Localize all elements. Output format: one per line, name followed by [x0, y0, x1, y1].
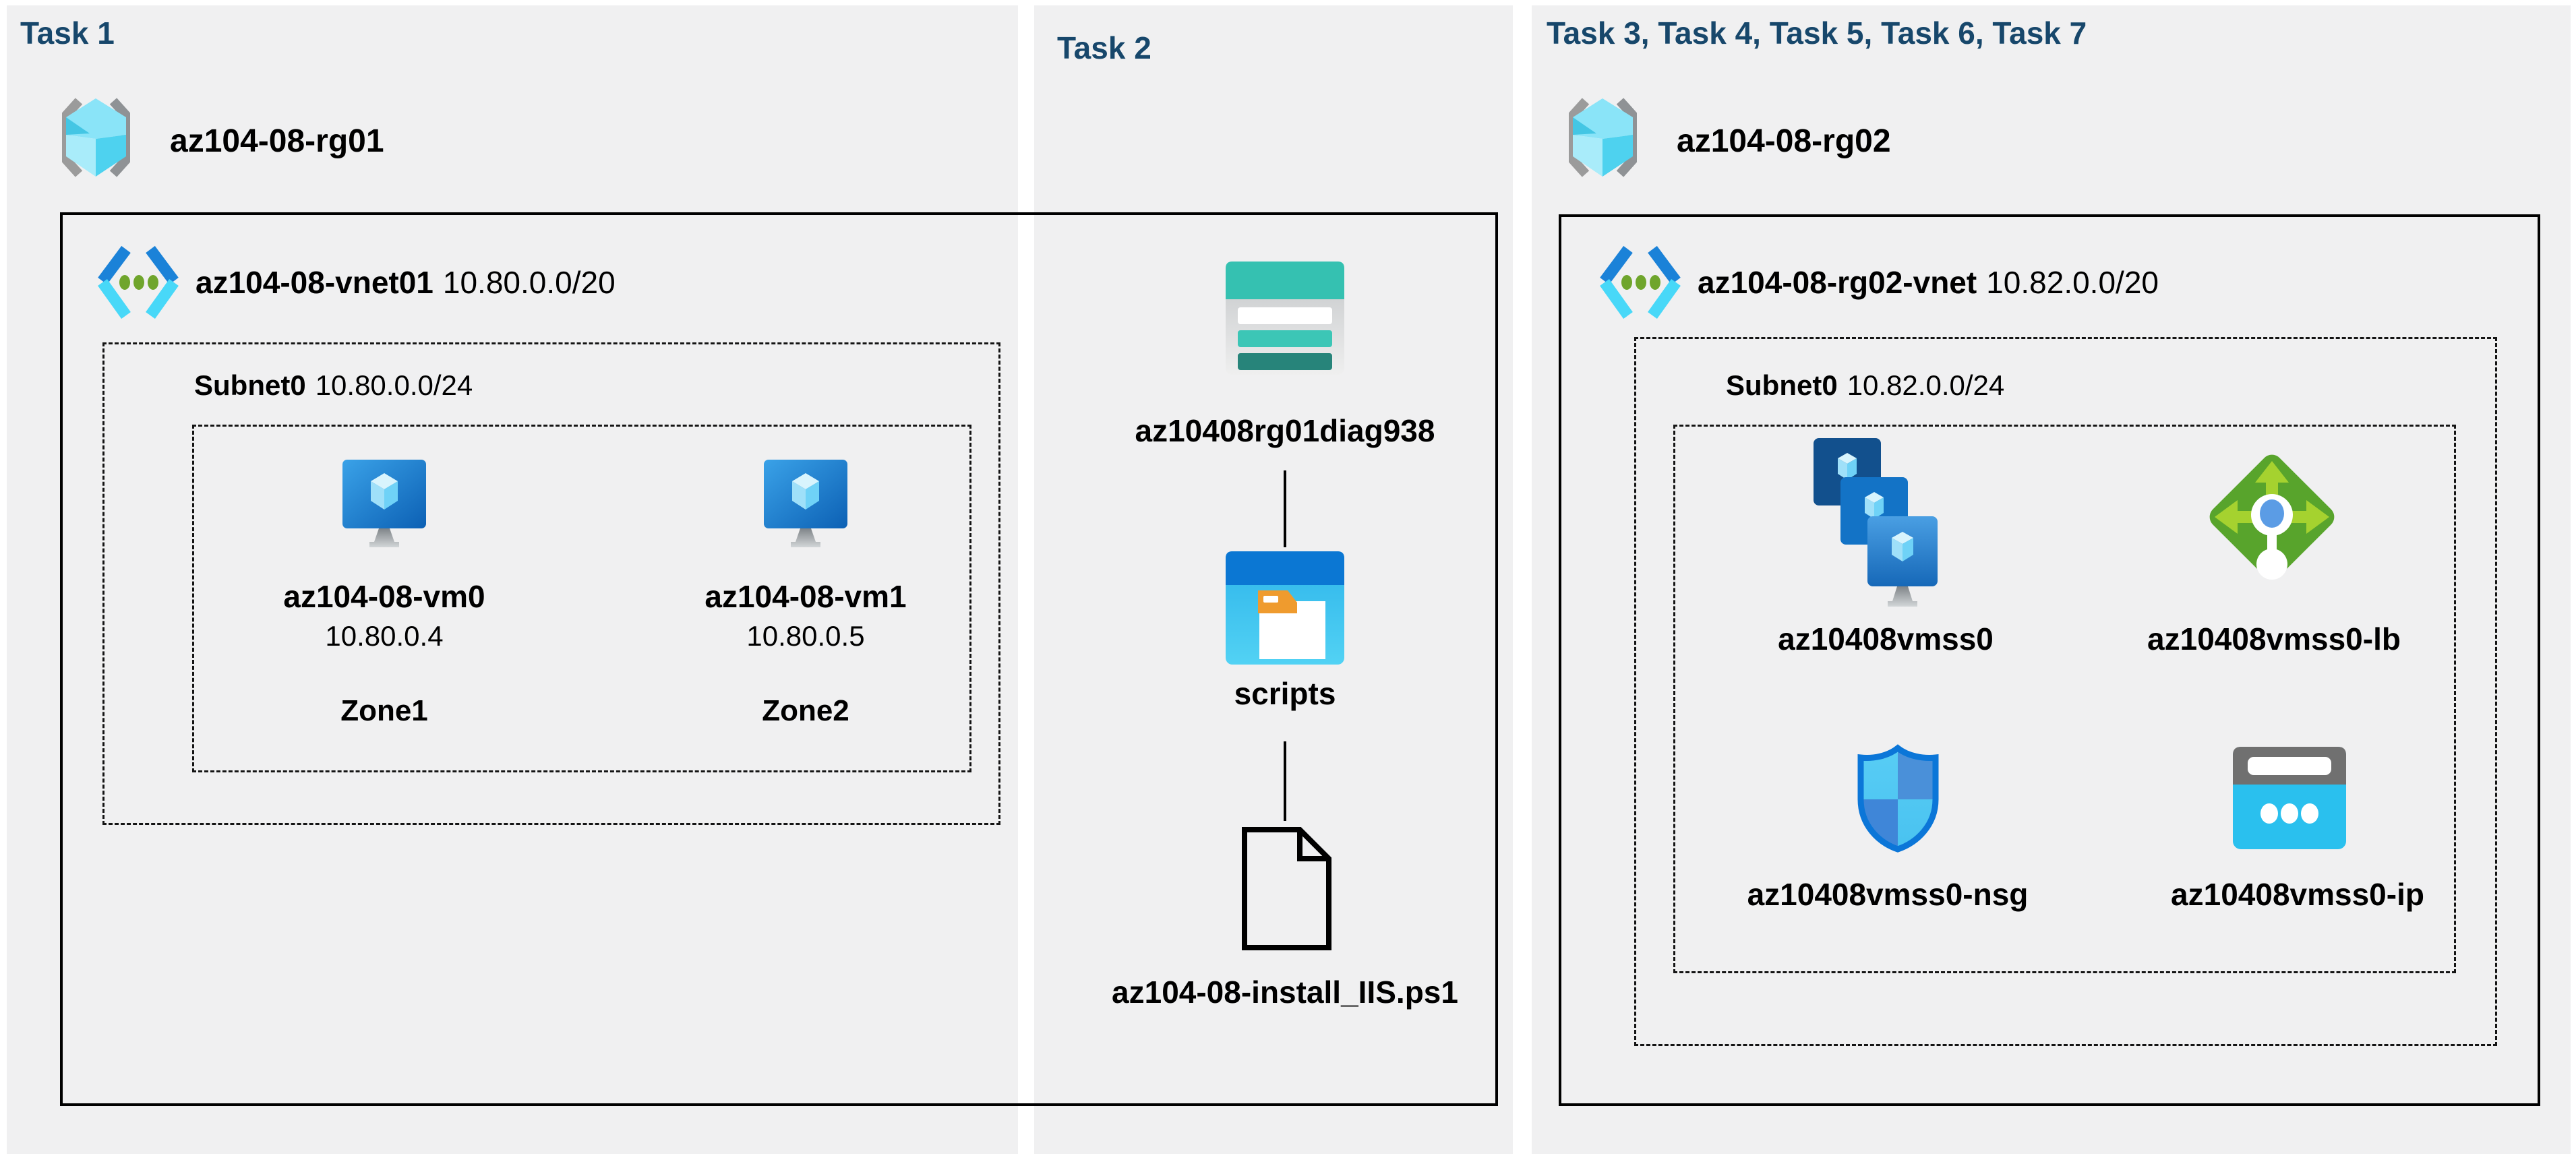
virtual-machine-icon — [337, 460, 431, 552]
vm0-zone: Zone1 — [340, 694, 428, 727]
storage-account-icon — [1226, 262, 1344, 378]
subnet1-name: Subnet0 — [194, 369, 306, 401]
virtual-machine-icon — [758, 460, 853, 552]
script-file-name: az104-08-install_IIS.ps1 — [1112, 975, 1458, 1010]
vnet2-cidr: 10.82.0.0/20 — [1986, 265, 2159, 300]
public-ip-name: az10408vmss0-ip — [2171, 877, 2424, 912]
virtual-network-icon — [94, 237, 182, 330]
vm-scale-set-icon — [1814, 438, 1956, 615]
task1-title: Task 1 — [20, 16, 115, 51]
vm1-name: az104-08-vm1 — [705, 579, 907, 614]
subnet1-label: Subnet0 10.80.0.0/24 — [194, 369, 473, 402]
vm1-ip: 10.80.0.5 — [746, 620, 865, 652]
resource-group-icon — [51, 93, 142, 185]
resource-group-name: az104-08-rg02 — [1677, 123, 1891, 159]
subnet2-cidr: 10.82.0.0/24 — [1847, 369, 2005, 401]
vm0-ip: 10.80.0.4 — [325, 620, 444, 652]
file-icon — [1238, 826, 1336, 956]
task3-title: Task 3, Task 4, Task 5, Task 6, Task 7 — [1547, 16, 2087, 51]
subnet2-label: Subnet0 10.82.0.0/24 — [1726, 369, 2004, 402]
load-balancer-name: az10408vmss0-lb — [2147, 621, 2401, 656]
vmss-name: az10408vmss0 — [1778, 621, 1994, 656]
network-security-group-icon — [1853, 743, 1944, 857]
vm1-zone: Zone2 — [762, 694, 849, 727]
vnet2-box — [1559, 214, 2540, 1106]
connector-line — [1284, 741, 1286, 821]
connector-line — [1284, 470, 1286, 547]
vnet1-label: az104-08-vnet01 10.80.0.0/20 — [196, 264, 616, 301]
task1-panel — [7, 5, 1018, 1154]
resources-box — [1673, 425, 2456, 973]
storage-account-name: az10408rg01diag938 — [1135, 413, 1435, 448]
task3-panel — [1532, 5, 2571, 1154]
nsg-name: az10408vmss0-nsg — [1747, 877, 2029, 912]
resource-group-name: az104-08-rg01 — [170, 123, 384, 159]
subnet2-name: Subnet0 — [1726, 369, 1838, 401]
task2-title: Task 2 — [1057, 30, 1151, 65]
vnet1-box — [60, 212, 1498, 1106]
load-balancer-icon — [2194, 439, 2349, 603]
vnet2-label: az104-08-rg02-vnet 10.82.0.0/20 — [1698, 264, 2159, 301]
vm0-name: az104-08-vm0 — [283, 579, 485, 614]
vnet1-cidr: 10.80.0.0/20 — [442, 265, 616, 300]
container-name: scripts — [1234, 676, 1336, 711]
subnet1-box — [102, 342, 1000, 825]
zone1-box — [192, 425, 971, 772]
public-ip-icon — [2233, 747, 2346, 853]
blob-container-icon — [1226, 551, 1344, 668]
subnet1-cidr: 10.80.0.0/24 — [315, 369, 473, 401]
vnet1-name: az104-08-vnet01 — [196, 265, 433, 300]
subnet2-box — [1634, 337, 2497, 1046]
resource-group-icon — [1557, 93, 1648, 185]
virtual-network-icon — [1596, 237, 1684, 330]
vnet2-name: az104-08-rg02-vnet — [1698, 265, 1977, 300]
